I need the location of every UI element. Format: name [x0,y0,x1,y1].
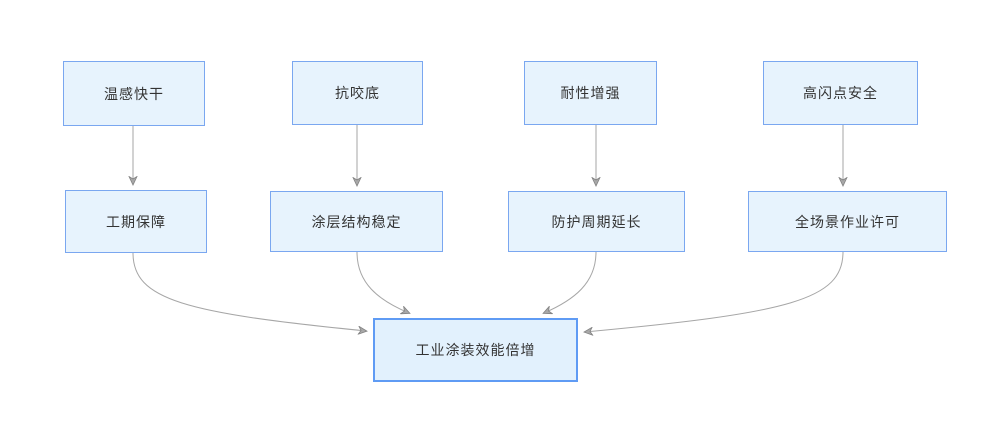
node-top-flashpoint-safety: 高闪点安全 [763,61,918,125]
node-target-efficiency-multiplier: 工业涂装效能倍增 [373,318,578,382]
node-label: 全场景作业许可 [795,213,900,230]
node-mid-coating-structure-stable: 涂层结构稳定 [270,191,443,252]
node-label: 温感快干 [104,85,164,102]
node-mid-all-scenario-permit: 全场景作业许可 [748,191,947,252]
node-mid-protection-cycle-extended: 防护周期延长 [508,191,685,252]
node-label: 高闪点安全 [803,85,878,101]
node-label: 工期保障 [106,213,166,230]
arrow-mid-1-to-target [132,252,366,331]
arrow-mid-4-to-target [585,251,844,332]
node-label: 耐性增强 [560,85,621,101]
node-label: 涂层结构稳定 [311,213,402,230]
node-top-wenganquickdry: 温感快干 [63,61,205,126]
arrow-mid-2-to-target [356,251,409,313]
node-label: 抗咬底 [335,85,380,101]
node-label: 工业涂装效能倍增 [415,342,536,358]
node-label: 防护周期延长 [551,213,642,230]
node-top-durability: 耐性增强 [524,61,657,125]
node-mid-schedule-guarantee: 工期保障 [65,190,207,253]
arrow-mid-3-to-target [544,251,597,313]
node-top-antibite: 抗咬底 [292,61,423,125]
